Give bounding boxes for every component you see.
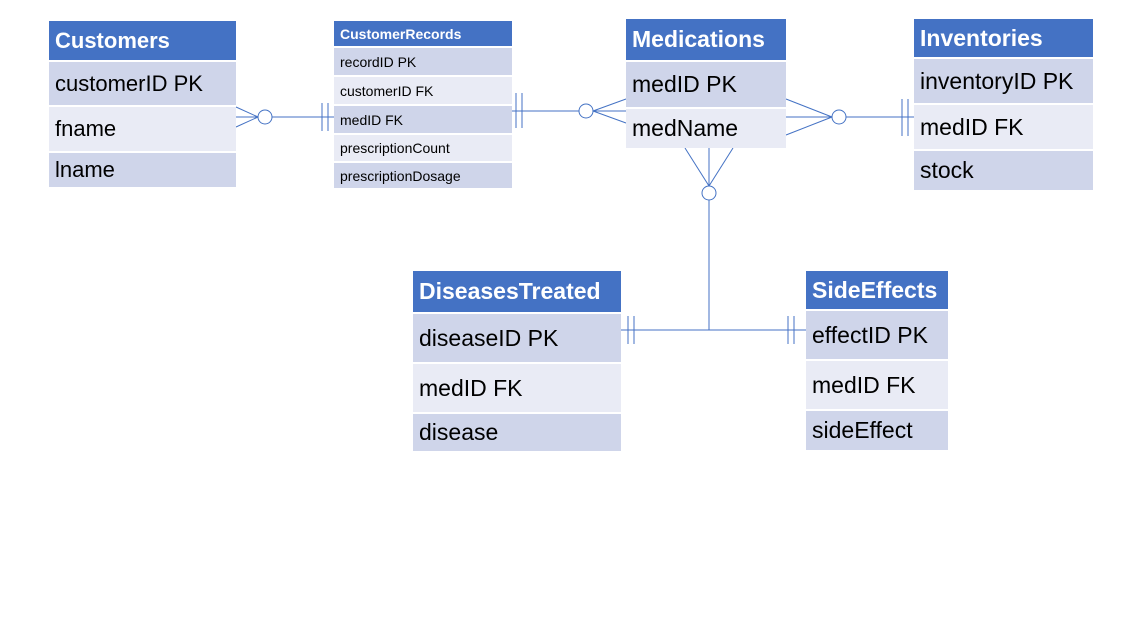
inventories-field-stock: stock <box>914 149 1093 190</box>
customers-field-lname: lname <box>49 151 236 187</box>
sideeffects-table: SideEffects effectID PK medID FK sideEff… <box>806 271 948 450</box>
diseasestreated-field-disease: disease <box>413 412 621 451</box>
customerrecords-field-recordid: recordID PK <box>334 46 512 75</box>
inventories-field-inventoryid: inventoryID PK <box>914 57 1093 103</box>
inventories-field-medid: medID FK <box>914 103 1093 149</box>
medications-field-medid: medID PK <box>626 60 786 107</box>
customers-field-customerid: customerID PK <box>49 60 236 105</box>
customers-table: Customers customerID PK fname lname <box>49 21 236 187</box>
customerrecords-table: CustomerRecords recordID PK customerID F… <box>334 21 512 188</box>
medications-diseases-sideeffects-relationship <box>621 147 806 344</box>
sideeffects-table-header: SideEffects <box>806 271 948 309</box>
medications-field-medname: medName <box>626 107 786 148</box>
diseasestreated-table: DiseasesTreated diseaseID PK medID FK di… <box>413 271 621 451</box>
customers-table-header: Customers <box>49 21 236 60</box>
sideeffects-field-sideeffect: sideEffect <box>806 409 948 450</box>
medications-table-header: Medications <box>626 19 786 60</box>
medications-inventories-relationship <box>785 98 914 136</box>
customerrecords-table-header: CustomerRecords <box>334 21 512 46</box>
customers-field-fname: fname <box>49 105 236 151</box>
customerrecords-medications-relationship <box>512 93 627 128</box>
diseasestreated-table-header: DiseasesTreated <box>413 271 621 312</box>
customers-customerrecords-relationship <box>235 103 334 131</box>
sideeffects-field-effectid: effectID PK <box>806 309 948 359</box>
diseasestreated-field-medid: medID FK <box>413 362 621 412</box>
inventories-table-header: Inventories <box>914 19 1093 57</box>
customerrecords-field-medid: medID FK <box>334 104 512 133</box>
diseasestreated-field-diseaseid: diseaseID PK <box>413 312 621 362</box>
medications-table: Medications medID PK medName <box>626 19 786 148</box>
customerrecords-field-prescriptiondosage: prescriptionDosage <box>334 161 512 188</box>
inventories-table: Inventories inventoryID PK medID FK stoc… <box>914 19 1093 190</box>
customerrecords-field-customerid: customerID FK <box>334 75 512 104</box>
sideeffects-field-medid: medID FK <box>806 359 948 409</box>
customerrecords-field-prescriptioncount: prescriptionCount <box>334 133 512 161</box>
